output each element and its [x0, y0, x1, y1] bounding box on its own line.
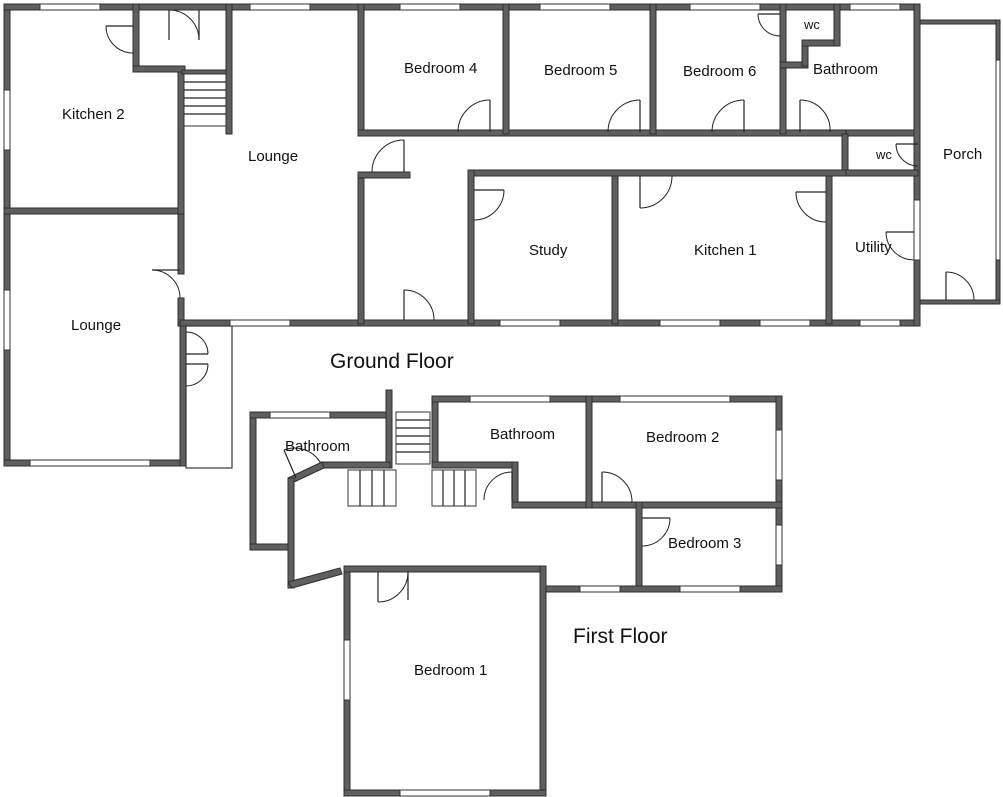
first-floor-plan: Bathroom Bathroom Bedroom 2 Bedroom 3 Be… [249, 389, 783, 797]
room-lounge-main: Lounge [248, 148, 298, 165]
ground-floor-windows [3, 3, 1001, 467]
room-bathroom-left: Bathroom [285, 438, 350, 455]
room-bedroom-6: Bedroom 6 [683, 63, 756, 80]
room-bathroom: Bathroom [813, 61, 878, 78]
first-floor-stairs [347, 411, 477, 507]
room-bedroom-1: Bedroom 1 [414, 662, 487, 679]
room-wc-hall: wc [875, 147, 892, 162]
room-lounge-left: Lounge [71, 317, 121, 334]
ground-floor-doors [105, 9, 975, 387]
room-bedroom-2: Bedroom 2 [646, 429, 719, 446]
room-porch: Porch [943, 146, 982, 163]
first-floor-windows [269, 395, 783, 797]
room-bedroom-4: Bedroom 4 [404, 60, 477, 77]
room-bedroom-5: Bedroom 5 [544, 62, 617, 79]
room-wc-top: wc [803, 17, 820, 32]
room-kitchen-2: Kitchen 2 [62, 106, 125, 123]
room-utility: Utility [855, 239, 892, 256]
first-floor-doors [283, 447, 671, 603]
room-kitchen-1: Kitchen 1 [694, 242, 757, 259]
room-study: Study [529, 242, 568, 259]
ground-stairs [183, 73, 227, 127]
room-bathroom-mid: Bathroom [490, 426, 555, 443]
ground-floor-title: Ground Floor [330, 350, 454, 373]
ground-floor-labels: Kitchen 2 Lounge Lounge Bedroom 4 Bedroo… [62, 17, 982, 334]
first-floor-labels: Bathroom Bathroom Bedroom 2 Bedroom 3 Be… [285, 426, 741, 679]
room-bedroom-3: Bedroom 3 [668, 535, 741, 552]
first-floor-title: First Floor [573, 625, 668, 648]
ground-floor-plan: Kitchen 2 Lounge Lounge Bedroom 4 Bedroo… [3, 3, 1001, 469]
